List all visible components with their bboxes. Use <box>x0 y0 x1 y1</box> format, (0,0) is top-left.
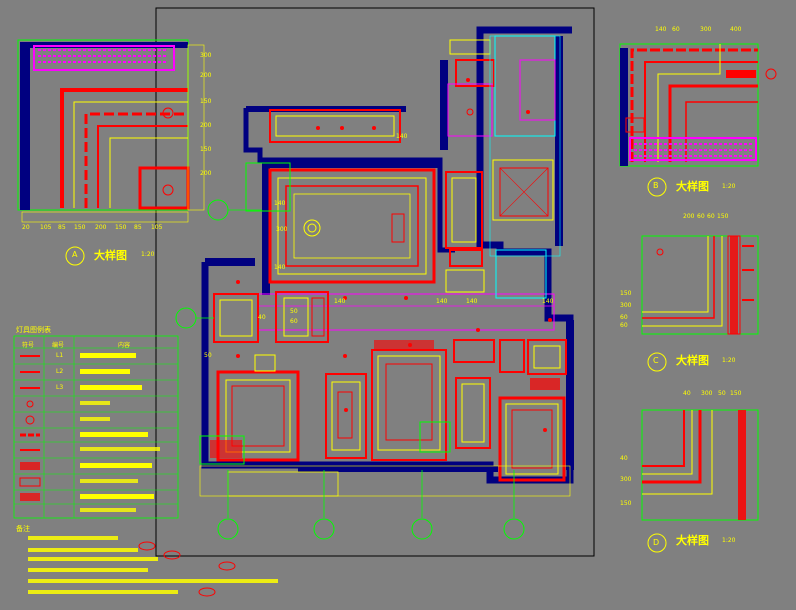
detail-a-dim-b7: 105 <box>151 224 163 231</box>
detail-b-tag: B <box>653 181 659 190</box>
detail-b-title: 大样图 <box>676 180 709 193</box>
plan-dim-10: 140 <box>274 264 286 271</box>
detail-b-dim-0: 140 <box>655 26 667 33</box>
detail-a-dim-r2: 150 <box>200 98 212 105</box>
detail-b-dim-3: 400 <box>730 26 742 33</box>
plan-dim-8: 140 <box>542 298 554 305</box>
detail-c-dim-top-3: 150 <box>717 213 729 220</box>
detail-d-dim-top-2: 50 <box>718 390 726 397</box>
legend-header-content: 内容 <box>118 342 131 349</box>
detail-a-dim-b0: 20 <box>22 224 30 231</box>
legend-row-code-1: L2 <box>56 368 64 375</box>
detail-a-dim-r0: 300 <box>200 52 212 59</box>
detail-b-dim-1: 60 <box>672 26 680 33</box>
plan-dim-7: 140 <box>334 298 346 305</box>
detail-a-dim-b3: 150 <box>74 224 86 231</box>
detail-d-drawing <box>641 409 759 553</box>
detail-a-drawing <box>17 39 205 266</box>
legend-header-code: 编号 <box>52 342 65 349</box>
detail-a-dim-r5: 200 <box>200 170 212 177</box>
detail-a-dim-b6: 85 <box>134 224 142 231</box>
detail-d-dim-top-3: 150 <box>730 390 742 397</box>
detail-a-tag: A <box>72 250 78 259</box>
detail-a-dim-b5: 150 <box>115 224 127 231</box>
legend-row-code-0: L1 <box>56 352 64 359</box>
detail-a-dim-b1: 105 <box>40 224 52 231</box>
detail-a-dim-r4: 150 <box>200 146 212 153</box>
detail-a-dim-r3: 200 <box>200 122 212 129</box>
detail-a-dim-b2: 85 <box>58 224 66 231</box>
detail-c-title: 大样图 <box>676 354 709 367</box>
detail-c-scale: 1:20 <box>722 357 736 364</box>
detail-b-scale: 1:20 <box>722 183 736 190</box>
detail-b-drawing <box>619 43 777 197</box>
notes-lines <box>28 536 278 597</box>
plan-dim-4: 50 <box>290 308 298 315</box>
detail-d-tag: D <box>653 538 660 547</box>
detail-a-dim-r1: 200 <box>200 72 212 79</box>
plan-dim-11: 140 <box>274 200 286 207</box>
detail-a-title: 大样图 <box>94 249 127 262</box>
plan-dim-1: 140 <box>396 133 408 140</box>
detail-d-dim-top-0: 40 <box>683 390 691 397</box>
plan-dim-5: 40 <box>258 314 266 321</box>
detail-a-scale: 1:20 <box>141 251 155 258</box>
plan-dim-0: 50 <box>204 352 212 359</box>
notes-title: 备注 <box>16 525 30 533</box>
legend-row-code-2: L3 <box>56 384 64 391</box>
plan-dim-2: 300 <box>276 226 288 233</box>
detail-d-dim-top-1: 300 <box>701 390 713 397</box>
detail-c-drawing <box>641 235 759 372</box>
plan-dim-9: 140 <box>466 298 478 305</box>
plan-dim-3: 60 <box>290 318 298 325</box>
detail-c-dim-top-2: 60 <box>707 213 715 220</box>
legend-header-symbol: 符号 <box>22 342 35 349</box>
detail-d-dim-left-2: 40 <box>620 455 628 462</box>
detail-c-dim-left-0: 150 <box>620 290 632 297</box>
plan-dim-6: 140 <box>436 298 448 305</box>
legend-title: 灯具图例表 <box>16 326 51 334</box>
detail-d-title: 大样图 <box>676 534 709 547</box>
detail-c-dim-top-1: 60 <box>697 213 705 220</box>
detail-c-tag: C <box>653 356 659 365</box>
plan-frame <box>155 7 595 557</box>
detail-c-dim-left-1: 300 <box>620 302 632 309</box>
detail-b-dim-2: 300 <box>700 26 712 33</box>
detail-d-dim-left-0: 150 <box>620 500 632 507</box>
detail-c-dim-left-3: 60 <box>620 322 628 329</box>
legend-table <box>13 335 179 519</box>
detail-d-dim-left-1: 300 <box>620 476 632 483</box>
detail-d-scale: 1:20 <box>722 537 736 544</box>
detail-c-dim-top-0: 200 <box>683 213 695 220</box>
detail-a-dim-b4: 200 <box>95 224 107 231</box>
detail-c-dim-left-2: 60 <box>620 314 628 321</box>
floor-plan <box>175 26 574 540</box>
